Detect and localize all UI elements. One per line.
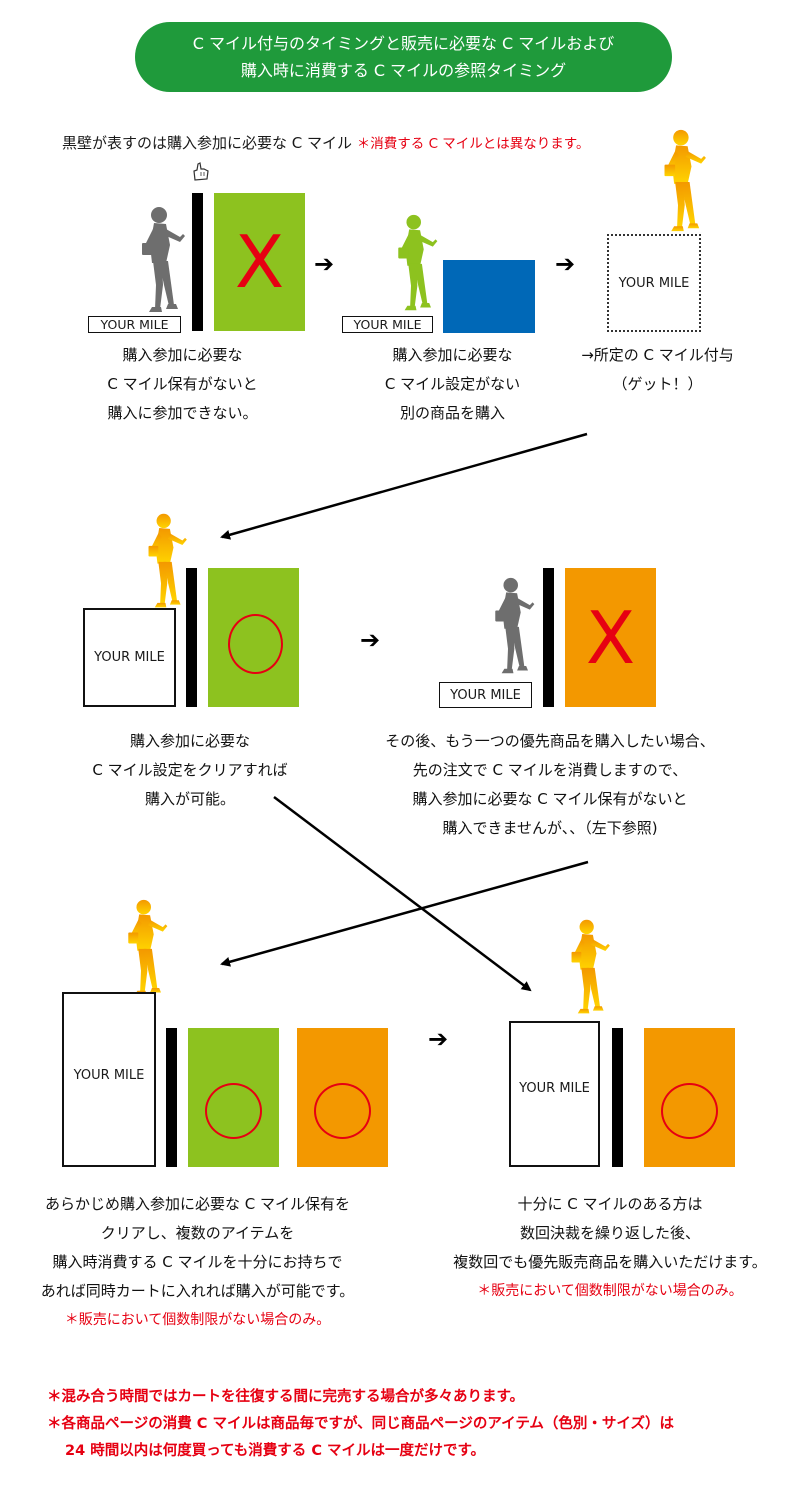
person-gray-icon — [476, 576, 540, 676]
mile-box-after: YOUR MILE — [509, 1021, 600, 1167]
footnote-1: ＊混み合う時間ではカートを往復する間に完売する場合が多々あります。 — [47, 1389, 525, 1405]
caption-line: あれば同時カートに入れれば購入が可能です。 — [40, 1282, 355, 1300]
caption-line: 購入参加に必要な C マイル保有がないと — [412, 790, 688, 808]
caption-line: （ゲット！） — [612, 375, 703, 393]
required-mile-wall-3 — [543, 568, 554, 707]
item-green-rejected: X — [214, 193, 305, 331]
next-arrow-4: ➔ — [428, 1025, 449, 1053]
mile-label-3: YOUR MILE — [439, 682, 532, 708]
o-mark — [314, 1083, 371, 1139]
item-green-accepted — [208, 568, 299, 707]
item-blue-no-requirement — [443, 260, 535, 333]
caption-line: 十分に C マイルのある方は — [517, 1195, 703, 1213]
item-orange-accepted — [297, 1028, 388, 1167]
item-green-accepted-2 — [188, 1028, 279, 1167]
caption-line: 数回決裁を繰り返した後、 — [519, 1224, 700, 1242]
caption-line: C マイル保有がないと — [107, 375, 258, 393]
caption-line: 購入に参加できない。 — [107, 404, 258, 422]
intro-note: ＊消費する C マイルとは異なります。 — [356, 136, 590, 152]
caption-line: 購入が可能。 — [144, 790, 235, 808]
caption-line: 購入参加に必要な — [392, 346, 513, 364]
caption-line: その後、もう一つの優先商品を購入したい場合、 — [385, 732, 715, 750]
item-orange-rejected: X — [565, 568, 656, 707]
next-arrow-2: ➔ — [555, 250, 576, 278]
footnotes: ＊混み合う時間ではカートを往復する間に完売する場合が多々あります。 ＊各商品ペー… — [47, 1384, 782, 1465]
required-mile-wall-1 — [192, 193, 203, 331]
caption-line: 購入できませんが、、（左下参照) — [442, 819, 658, 837]
caption-line: あらかじめ購入参加に必要な C マイル保有を — [44, 1195, 350, 1213]
mile-box-large: YOUR MILE — [62, 992, 156, 1167]
item-orange-accepted-2 — [644, 1028, 735, 1167]
caption-step-5: その後、もう一つの優先商品を購入したい場合、 先の注文で C マイルを消費します… — [345, 727, 755, 843]
caption-step-1: 購入参加に必要な C マイル保有がないと 購入に参加できない。 — [70, 341, 295, 428]
person-gold-icon — [108, 898, 174, 998]
footnote-3: 24 時間以内は何度買っても消費する C マイルは一度だけです。 — [65, 1443, 486, 1459]
person-gold-icon — [553, 918, 615, 1016]
mile-label-2: YOUR MILE — [342, 316, 433, 333]
caption-line: C マイル設定がない — [384, 375, 521, 393]
required-mile-wall-4 — [166, 1028, 177, 1167]
caption-line: 別の商品を購入 — [399, 404, 505, 422]
caption-step-2: 購入参加に必要な C マイル設定がない 別の商品を購入 — [340, 341, 565, 428]
caption-line: 先の注文で C マイルを消費しますので、 — [412, 761, 688, 779]
mile-box-granted: YOUR MILE — [607, 234, 701, 332]
title-line-2: 購入時に消費する C マイルの参照タイミング — [240, 61, 567, 80]
caption-line: 複数回でも優先販売商品を購入いただけます。 — [453, 1253, 767, 1271]
mile-label-1: YOUR MILE — [88, 316, 181, 333]
required-mile-wall-5 — [612, 1028, 623, 1167]
footnote-2: ＊各商品ページの消費 C マイルは商品毎ですが、同じ商品ページのアイテム（色別・… — [47, 1416, 674, 1432]
title-line-1: C マイル付与のタイミングと販売に必要な C マイルおよび — [192, 34, 615, 53]
caption-line: クリアし、複数のアイテムを — [100, 1224, 295, 1242]
next-arrow-1: ➔ — [314, 250, 335, 278]
o-mark — [205, 1083, 262, 1139]
o-mark — [228, 614, 283, 674]
caption-step-4: 購入参加に必要な C マイル設定をクリアすれば 購入が可能。 — [60, 727, 320, 814]
caption-line: 購入参加に必要な — [122, 346, 243, 364]
intro-line: 黒壁が表すのは購入参加に必要な C マイル ＊消費する C マイルとは異なります… — [62, 132, 589, 153]
caption-step-3: →所定の C マイル付与 （ゲット！） — [560, 341, 755, 399]
o-mark — [661, 1083, 718, 1139]
caption-line: 購入参加に必要な — [129, 732, 250, 750]
caption-note: ＊販売において個数制限がない場合のみ。 — [477, 1283, 743, 1299]
intro-text: 黒壁が表すのは購入参加に必要な C マイル — [62, 134, 353, 152]
caption-step-6: あらかじめ購入参加に必要な C マイル保有を クリアし、複数のアイテムを 購入時… — [20, 1190, 375, 1335]
x-mark: X — [585, 595, 636, 680]
caption-line: →所定の C マイル付与 — [581, 346, 734, 364]
caption-line: 購入時消費する C マイルを十分にお持ちで — [52, 1253, 343, 1271]
person-gold-icon — [128, 512, 194, 610]
caption-note: ＊販売において個数制限がない場合のみ。 — [64, 1312, 331, 1328]
flow-arrow-step5-to-step6 — [220, 860, 589, 967]
pointing-hand-icon — [193, 162, 209, 181]
title-banner: C マイル付与のタイミングと販売に必要な C マイルおよび 購入時に消費する C… — [135, 22, 672, 92]
required-mile-wall-2 — [186, 568, 197, 707]
x-mark: X — [234, 220, 285, 304]
caption-step-7: 十分に C マイルのある方は 数回決裁を繰り返した後、 複数回でも優先販売商品を… — [420, 1190, 800, 1306]
caption-line: C マイル設定をクリアすれば — [92, 761, 288, 779]
next-arrow-3: ➔ — [360, 626, 381, 654]
mile-box-enough: YOUR MILE — [83, 608, 176, 707]
flow-arrow-step4-to-step7 — [273, 796, 532, 992]
flow-arrow-row1-to-row2 — [220, 432, 588, 540]
